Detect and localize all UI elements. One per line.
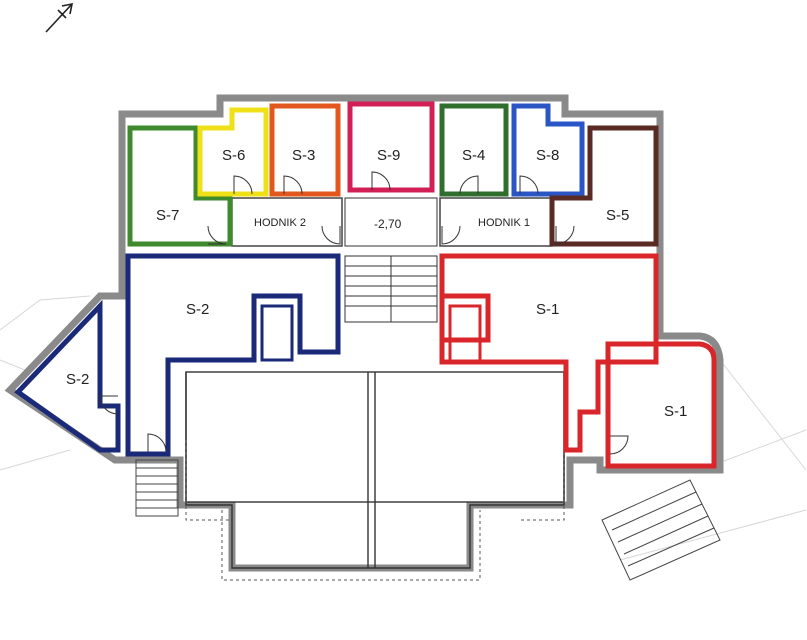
unit-s1-inner-stair (448, 304, 482, 364)
label-s2-wing: S-2 (66, 371, 89, 388)
exterior-stairs-left (135, 459, 179, 517)
label-hallway-2: HODNIK 2 (254, 217, 306, 229)
unit-s9 (347, 101, 435, 193)
unit-s1-wing (605, 341, 717, 469)
unit-s1-main (439, 253, 659, 453)
unit-s2-inner-stair (260, 304, 294, 362)
label-s3: S-3 (292, 147, 315, 164)
unit-s7 (127, 125, 233, 247)
label-hallway-1: HODNIK 1 (478, 217, 530, 229)
label-s1-wing: S-1 (664, 403, 687, 420)
label-s6: S-6 (222, 147, 245, 164)
label-s1-main: S-1 (536, 301, 559, 318)
unit-s6 (197, 107, 269, 197)
door-swings (99, 171, 629, 455)
unit-s3 (269, 103, 341, 197)
stair-core (344, 197, 438, 323)
label-s7: S-7 (156, 207, 179, 224)
terrace-dashed-outline (185, 440, 565, 581)
unit-s2-main (125, 253, 341, 457)
label-s8: S-8 (536, 147, 559, 164)
label-s5: S-5 (606, 207, 629, 224)
label-s2-main: S-2 (186, 301, 209, 318)
unit-s4 (439, 103, 509, 197)
label-s4: S-4 (462, 147, 485, 164)
label-elevation: -2,70 (374, 217, 402, 231)
unit-s5 (549, 125, 659, 247)
north-arrow-icon (45, 2, 74, 33)
building-outline (4, 94, 724, 572)
unit-s2-wing (14, 299, 121, 453)
terrace-block (185, 371, 565, 569)
label-s9: S-9 (377, 147, 400, 164)
unit-s8 (511, 103, 585, 197)
exterior-stairs-right (601, 479, 721, 581)
